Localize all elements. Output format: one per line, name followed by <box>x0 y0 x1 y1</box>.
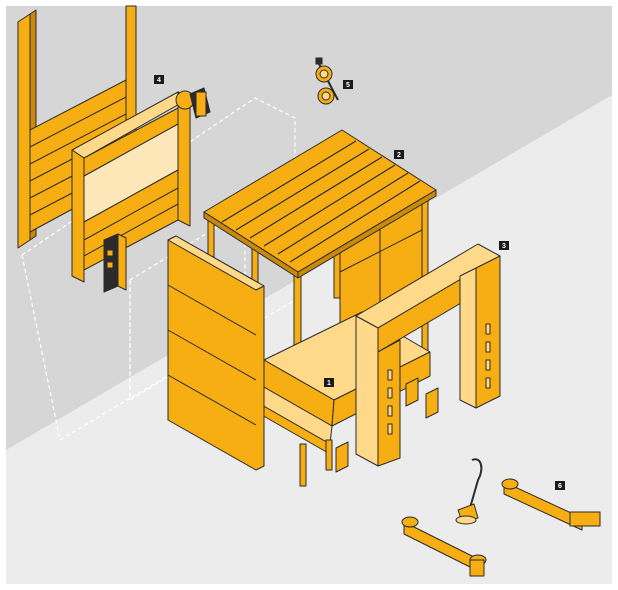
callout-3-label: 3 <box>502 243 506 250</box>
side-curtain-panel <box>167 235 265 471</box>
dock-lights <box>315 57 339 105</box>
callout-3: 3 <box>499 241 509 250</box>
callout-2: 2 <box>394 150 404 159</box>
roll-up-door <box>17 5 211 293</box>
wheel-guides <box>401 458 601 577</box>
callout-1: 1 <box>324 378 334 387</box>
callout-4-label: 4 <box>157 77 161 84</box>
callout-6: 6 <box>555 481 565 490</box>
callout-2-label: 2 <box>397 152 401 159</box>
callout-6-label: 6 <box>558 483 562 490</box>
callout-5: 5 <box>343 80 353 89</box>
callout-5-label: 5 <box>346 82 350 89</box>
shelter-curtain-frame <box>355 243 501 467</box>
callout-1-label: 1 <box>327 380 331 387</box>
callout-4: 4 <box>154 75 164 84</box>
